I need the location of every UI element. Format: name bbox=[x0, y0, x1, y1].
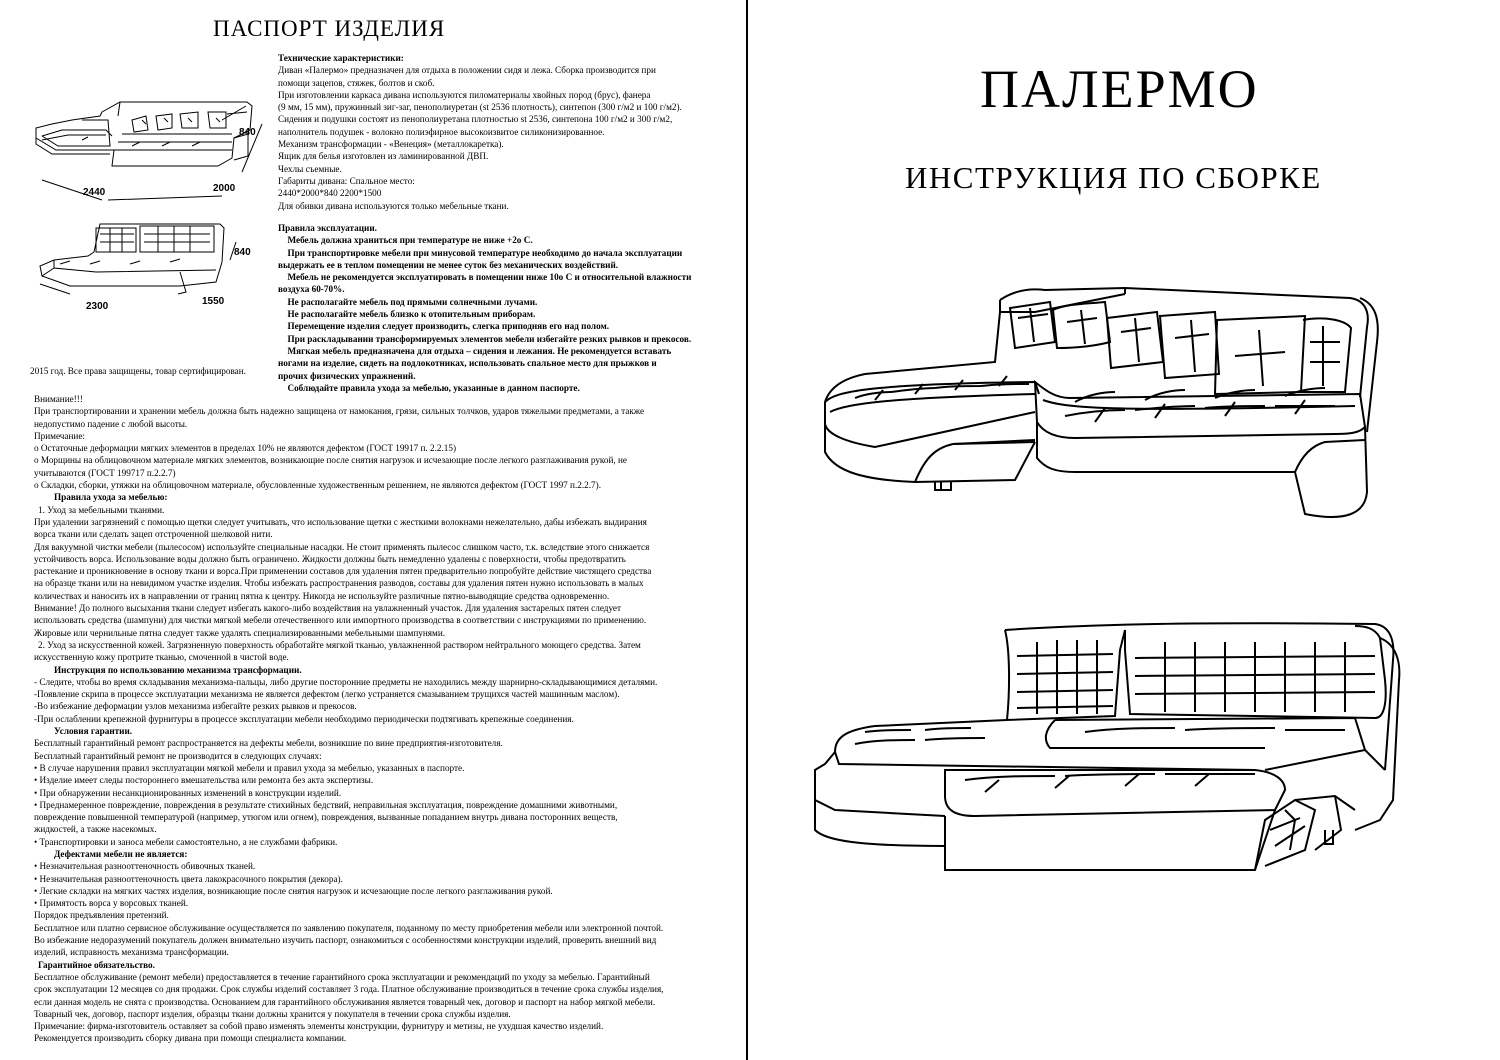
body-line: если данная модель не снята с производст… bbox=[34, 996, 656, 1007]
rule-line:  Соблюдайте правила ухода за мебелью, у… bbox=[278, 382, 580, 393]
tech-line: помощи зацепов, стяжек, болтов и скоб. bbox=[278, 77, 435, 88]
rule-line:  Мягкая мебель предназначена для отдыха… bbox=[278, 345, 671, 356]
bed-depth-label: 1550 bbox=[202, 296, 225, 307]
body-line: повреждение повышенной температурой (нап… bbox=[34, 812, 618, 823]
body-line: • В случае нарушения правил эксплуатации… bbox=[34, 762, 465, 773]
body-line: растекание и проникновение в основу ткан… bbox=[34, 566, 652, 577]
body-line: • Преднамеренное повреждение, повреждени… bbox=[34, 799, 618, 810]
body-line: ворса ткани или сделать зацеп отстроченн… bbox=[34, 529, 273, 540]
body-line: Во избежание недоразумений покупатель до… bbox=[34, 935, 657, 946]
body-line: Бесплатное или платно сервисное обслужив… bbox=[34, 922, 664, 933]
body-line: • Незначительная разнооттеночность цвета… bbox=[34, 873, 343, 884]
body-line: Жировые или чернильные пятна следует так… bbox=[34, 627, 446, 638]
tech-line: Для обивки дивана используются только ме… bbox=[278, 200, 509, 211]
bed-height-label: 840 bbox=[234, 247, 251, 258]
rule-line:  Мебель не рекомендуется эксплуатироват… bbox=[278, 272, 691, 283]
body-line: на образце ткани или на невидимом участк… bbox=[34, 578, 644, 589]
rule-line:  При раскладывании трансформируемых эле… bbox=[278, 333, 691, 344]
tech-line: При изготовлении каркаса дивана использу… bbox=[278, 89, 651, 100]
corner-sofa-small-illustration bbox=[35, 101, 263, 201]
rule-line:  Мебель должна храниться при температур… bbox=[278, 235, 533, 246]
body-line: • При обнаружении несанкционированных из… bbox=[34, 787, 342, 798]
passport-title: ПАСПОРТ ИЗДЕЛИЯ bbox=[213, 16, 446, 41]
rule-line:  При транспортировке мебели при минусов… bbox=[278, 247, 682, 258]
body-line: срок эксплуатации 12 месяцев со дня прод… bbox=[34, 984, 664, 995]
tech-line: Сидения и подушки состоят из пенополиуре… bbox=[278, 114, 673, 125]
assembly-instruction-title: ИНСТРУКЦИЯ ПО СБОРКЕ bbox=[905, 160, 1322, 195]
tech-line: (9 мм, 15 мм), пружинный зиг-заг, пенопо… bbox=[278, 102, 682, 113]
corner-width-label: 2440 bbox=[83, 187, 106, 198]
body-line: o Морщины на облицовочном материале мягк… bbox=[34, 455, 628, 466]
rule-line: выдержать ее в теплом помещении не менее… bbox=[278, 259, 619, 270]
rule-line:  Не располагайте мебель под прямыми сол… bbox=[278, 296, 537, 307]
body-line: • Незначительная разнооттеночность обиво… bbox=[34, 861, 256, 872]
body-line: использовать средства (шампуни) для чист… bbox=[34, 615, 647, 626]
rule-line:  Перемещение изделия следует производит… bbox=[278, 321, 609, 332]
tech-line: Чехлы съемные. bbox=[278, 163, 342, 174]
corner-depth-label: 2000 bbox=[213, 183, 236, 194]
body-line: изделий, исправность механизма трансформ… bbox=[34, 947, 229, 958]
corner-height-label: 840 bbox=[239, 127, 256, 138]
body-line: Бесплатный гарантийный ремонт не произво… bbox=[34, 750, 322, 761]
body-line: Инструкция по использованию механизма тр… bbox=[54, 664, 302, 675]
bed-width-label: 2300 bbox=[86, 301, 109, 312]
body-line: -Появление скрипа в процессе эксплуатаци… bbox=[34, 689, 620, 700]
body-line: Внимание!!! bbox=[34, 394, 83, 404]
body-line: Для вакуумной чистки мебели (пылесосом) … bbox=[34, 541, 650, 552]
body-line: Условия гарантии. bbox=[54, 726, 133, 737]
technical-specifications: Технические характеристики: Диван «Палер… bbox=[278, 52, 740, 212]
usage-rules: Правила эксплуатации.  Мебель должна хр… bbox=[278, 222, 744, 394]
copyright-note: 2015 год. Все права защищены, товар серт… bbox=[30, 366, 246, 376]
tech-line: 2440*2000*840 2200*1500 bbox=[278, 188, 382, 199]
rule-line: ногами на изделие, сидеть на подлокотник… bbox=[278, 358, 657, 369]
body-line: • Изделие имеет следы постороннего вмеша… bbox=[34, 775, 374, 786]
body-line: 1. Уход за мебельными тканями. bbox=[38, 504, 165, 515]
rules-heading: Правила эксплуатации. bbox=[278, 223, 377, 233]
product-title: ПАЛЕРМО bbox=[980, 59, 1259, 119]
passport-body-text: Внимание!!! При транспортировании и хране… bbox=[34, 393, 739, 1045]
tech-line: Ящик для белья изготовлен из ламинирован… bbox=[278, 151, 489, 162]
tech-heading: Технические характеристики: bbox=[278, 53, 404, 63]
body-line: Внимание! До полного высыхания ткани сле… bbox=[34, 603, 622, 614]
body-line: недопустимо падение с любой высоты. bbox=[34, 418, 188, 429]
body-line: Гарантийное обязательство. bbox=[38, 959, 155, 970]
body-line: количествах и наносить их в направлении … bbox=[34, 590, 610, 601]
tech-line: Механизм трансформации - «Венеция» (мета… bbox=[278, 139, 504, 150]
rule-line: прочих физических упражнений. bbox=[278, 370, 416, 381]
body-line: • Примятость ворса у ворсовых тканей. bbox=[34, 898, 189, 909]
rule-line: воздуха 60-70%. bbox=[278, 284, 345, 295]
sofa-bed-small-illustration bbox=[39, 223, 237, 295]
body-line: Примечание: bbox=[34, 430, 85, 441]
body-line: При удалении загрязнений с помощью щетки… bbox=[34, 516, 647, 527]
body-line: • Легкие складки на мягких частях издели… bbox=[34, 885, 553, 896]
body-line: При транспортировании и хранении мебель … bbox=[34, 406, 645, 417]
body-line: • Транспортировки и заноса мебели самост… bbox=[34, 836, 338, 847]
body-line: - Следите, чтобы во время складывания ме… bbox=[34, 676, 658, 687]
body-line: Примечание: фирма-изготовитель оставляет… bbox=[34, 1021, 604, 1032]
body-line: o Остаточные деформации мягких элементов… bbox=[34, 443, 457, 454]
tech-line: Габариты дивана: Спальное место: bbox=[278, 175, 415, 186]
body-line: 2. Уход за искусственной кожей. Загрязне… bbox=[38, 639, 641, 650]
body-line: жидкостей, а также насекомых. bbox=[34, 824, 157, 835]
body-line: Дефектами мебели не является: bbox=[54, 848, 188, 859]
body-line: Правила ухода за мебелью: bbox=[54, 492, 168, 503]
body-line: учитываются (ГОСТ 199717 п.2.2.7) bbox=[34, 467, 176, 478]
body-line: Рекомендуется производить сборку дивана … bbox=[34, 1033, 347, 1044]
body-line: Порядок предъявления претензий. bbox=[34, 910, 169, 921]
body-line: Бесплатное обслуживание (ремонт мебели) … bbox=[34, 971, 650, 982]
body-line: искусственную кожу протрите тканью, смоч… bbox=[34, 652, 289, 663]
body-line: o Складки, сборки, утяжки на облицовочно… bbox=[34, 480, 602, 491]
body-line: устойчивость ворса. Использование воды д… bbox=[34, 553, 626, 564]
rule-line:  Не располагайте мебель близко к отопит… bbox=[278, 309, 535, 320]
body-line: Бесплатный гарантийный ремонт распростра… bbox=[34, 738, 503, 749]
corner-sofa-illustration bbox=[824, 286, 1379, 518]
body-line: -При ослаблении крепежной фурнитуры в пр… bbox=[34, 713, 574, 724]
body-line: -Во избежание деформации узлов механизма… bbox=[34, 701, 357, 712]
sofa-bed-illustration bbox=[814, 622, 1401, 871]
body-line: Товарный чек, договор, паспорт изделия, … bbox=[34, 1008, 511, 1019]
tech-line: наполнитель подушек - волокно полиэфирно… bbox=[278, 126, 605, 137]
tech-line: Диван «Палермо» предназначен для отдыха … bbox=[278, 65, 656, 76]
page-divider bbox=[746, 0, 748, 1060]
